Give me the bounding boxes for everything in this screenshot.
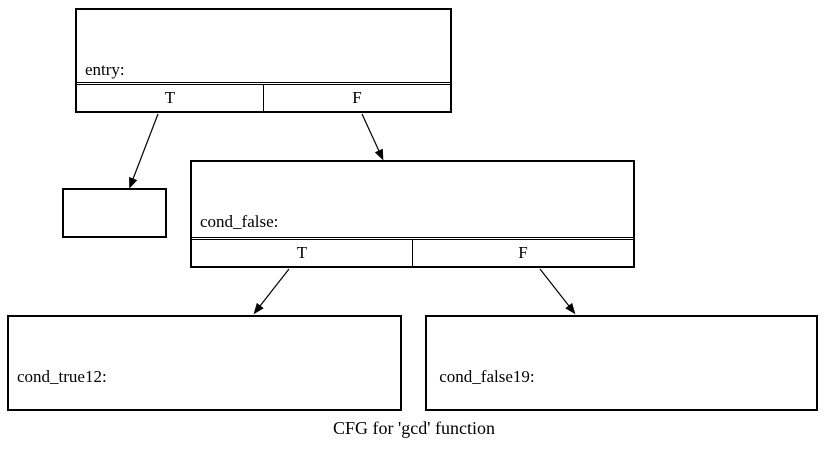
diagram-caption: CFG for 'gcd' function	[333, 418, 495, 438]
node-text-line: cond_false:	[200, 212, 279, 231]
edge-entry-F-cond-false	[361, 113, 384, 161]
node-cond-true12: cond_true12: %tmp15 = sub i32 %y, %x %tm…	[7, 315, 402, 411]
node-entry: entry: %tmp3 = icmp eq i32 %x, %y br i1 …	[75, 8, 452, 113]
node-cond-false-ports: T F	[192, 239, 633, 266]
node-cond-false-body: cond_false: %tmp9 = icmp ult i32 %x, %y …	[192, 162, 633, 238]
node-text-line: cond_false19:	[435, 367, 535, 386]
node-text-line: cond_true12:	[17, 367, 107, 386]
node-text-line: entry:	[85, 60, 125, 79]
edge-cond-false-T-cond-true12	[253, 268, 290, 315]
node-return: return: ret i32 %x	[62, 188, 167, 238]
port-true-cell: T	[296, 243, 308, 262]
node-return-body: return: ret i32 %x	[64, 190, 165, 236]
node-cond-false19-body: cond_false19: %tmp22 = sub i32 %x, %y %t…	[427, 317, 816, 409]
node-cond-false: cond_false: %tmp9 = icmp ult i32 %x, %y …	[190, 160, 635, 268]
edge-cond-false-F-cond-false19	[539, 268, 576, 315]
node-entry-body: entry: %tmp3 = icmp eq i32 %x, %y br i1 …	[77, 10, 450, 83]
port-false-cell: F	[263, 85, 450, 111]
port-false-cell: F	[412, 240, 633, 266]
node-cond-true12-body: cond_true12: %tmp15 = sub i32 %y, %x %tm…	[9, 317, 400, 409]
edge-entry-T-return	[129, 113, 159, 189]
node-entry-ports: T F	[77, 84, 450, 111]
port-true-cell: T	[164, 88, 176, 107]
node-cond-false19: cond_false19: %tmp22 = sub i32 %x, %y %t…	[425, 315, 818, 411]
